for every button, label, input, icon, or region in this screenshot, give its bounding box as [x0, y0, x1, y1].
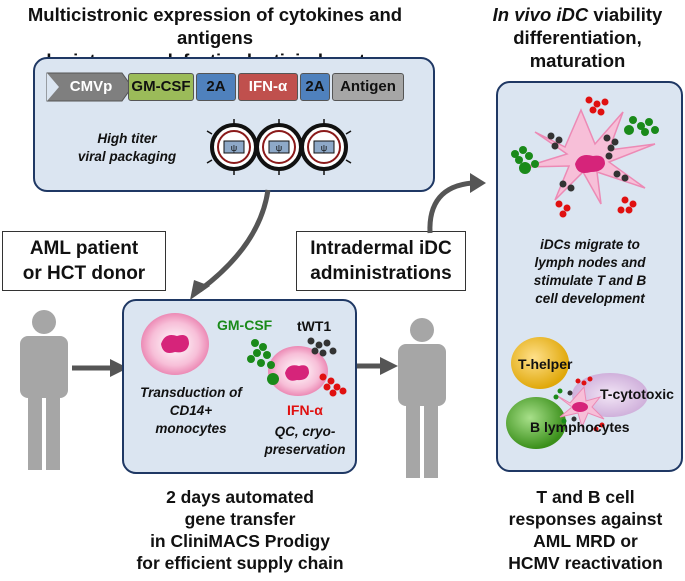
migrate-line-4: cell development: [535, 291, 645, 306]
bottom-center-line-3: in CliniMACS Prodigy: [150, 531, 330, 551]
person-icon-right: [398, 318, 446, 478]
ifn-label: IFN-α: [287, 402, 323, 418]
bottom-center-caption: 2 days automated gene transfer in CliniM…: [110, 486, 370, 574]
person-icon-left: [20, 310, 68, 470]
intradermal-line-2: administrations: [310, 263, 452, 284]
t-helper-label: T-helper: [518, 356, 573, 372]
bottom-right-line-4: HCMV reactivation: [508, 553, 663, 573]
red-dots: [319, 373, 347, 397]
qc-text: QC, cryo- preservation: [255, 423, 355, 459]
bottom-center-line-1: 2 days automated: [166, 487, 314, 507]
migrate-line-2: lymph nodes and: [534, 255, 646, 270]
red-cytokines: [555, 96, 637, 218]
transduction-text: Transduction of CD14+ monocytes: [136, 384, 246, 438]
dendritic-cell-icon: [511, 96, 659, 218]
lymphocytes-cluster-icon: [506, 337, 648, 449]
qc-line-2: preservation: [264, 442, 346, 457]
right-title-italic: In vivo iDC: [492, 4, 589, 25]
black-dots: [307, 337, 337, 357]
right-title: In vivo iDC viability differentiation, m…: [470, 3, 685, 72]
svg-text:ψ: ψ: [321, 143, 327, 153]
arrow-left-person-to-center: [72, 359, 128, 377]
viral-spikes: [206, 119, 352, 175]
monocyte-cell-icon: [141, 313, 209, 375]
bottom-right-caption: T and B cell responses against AML MRD o…: [488, 486, 683, 574]
right-title-line-3: maturation: [529, 50, 626, 71]
b-lymphocytes-label: B lymphocytes: [530, 419, 630, 435]
intradermal-line-1: Intradermal iDC: [310, 238, 452, 259]
viral-particles-icon: ψ ψ ψ: [206, 119, 352, 175]
2a-segment-2: 2A: [300, 73, 330, 101]
migrate-line-1: iDCs migrate to: [540, 237, 640, 252]
aml-line-2: or HCT donor: [22, 263, 146, 284]
transduction-line-3: monocytes: [155, 421, 227, 436]
green-cytokines: [511, 116, 659, 174]
gmcsf-label: GM-CSF: [217, 317, 273, 333]
cmvp-arrow-tip: [47, 73, 59, 101]
bottom-center-line-2: gene transfer: [184, 509, 296, 529]
antigen-segment: Antigen: [332, 73, 404, 101]
bottom-center-line-4: for efficient supply chain: [136, 553, 344, 573]
aml-patient-box: AML patient or HCT donor: [2, 231, 166, 291]
packaging-line-2: viral packaging: [77, 149, 177, 164]
dendritic-nucleus: [575, 155, 605, 173]
green-dots: [247, 339, 279, 385]
bottom-right-line-1: T and B cell: [536, 487, 635, 507]
svg-text:ψ: ψ: [231, 143, 237, 153]
cmvp-arrow-shape: [46, 72, 133, 102]
ifn-segment: IFN-α: [238, 73, 298, 101]
main-title-line-1: Multicistronic expression of cytokines a…: [27, 4, 403, 48]
packaging-text: High titer viral packaging: [52, 130, 202, 166]
black-antigens: [547, 132, 629, 192]
right-title-rest: viability: [588, 4, 663, 25]
bottom-right-line-2: responses against: [508, 509, 663, 529]
intradermal-box: Intradermal iDC administrations: [296, 231, 466, 291]
svg-text:ψ: ψ: [276, 143, 282, 153]
t-helper-cell: [511, 337, 569, 389]
t-cytotoxic-label: T-cytotoxic: [600, 386, 674, 402]
right-title-line-2: differentiation,: [513, 27, 642, 48]
qc-line-1: QC, cryo-: [274, 424, 336, 439]
2a-segment-1: 2A: [196, 73, 236, 101]
migrate-line-3: stimulate T and B: [533, 273, 647, 288]
transduction-line-1: Transduction of: [140, 385, 242, 400]
migrate-text: iDCs migrate to lymph nodes and stimulat…: [500, 236, 680, 308]
viral-particle-1: ψ: [210, 123, 258, 171]
transduction-line-2: CD14+: [169, 403, 213, 418]
twt1-label: tWT1: [297, 318, 332, 334]
packaging-line-1: High titer: [97, 131, 157, 146]
b-cell: [506, 397, 566, 449]
viral-particle-3: ψ: [300, 123, 348, 171]
cmvp-label: CMVp: [69, 78, 113, 95]
arrow-vector-to-center: [190, 189, 271, 300]
viral-particle-2: ψ: [255, 123, 303, 171]
idc-cell-with-cytokines-icon: [247, 337, 347, 397]
arrow-center-to-right-person: [350, 357, 398, 375]
arrow-intradermal-to-right: [427, 173, 486, 234]
gmcsf-segment: GM-CSF: [128, 73, 194, 101]
bottom-right-line-3: AML MRD or: [533, 531, 638, 551]
aml-line-1: AML patient: [29, 238, 139, 259]
